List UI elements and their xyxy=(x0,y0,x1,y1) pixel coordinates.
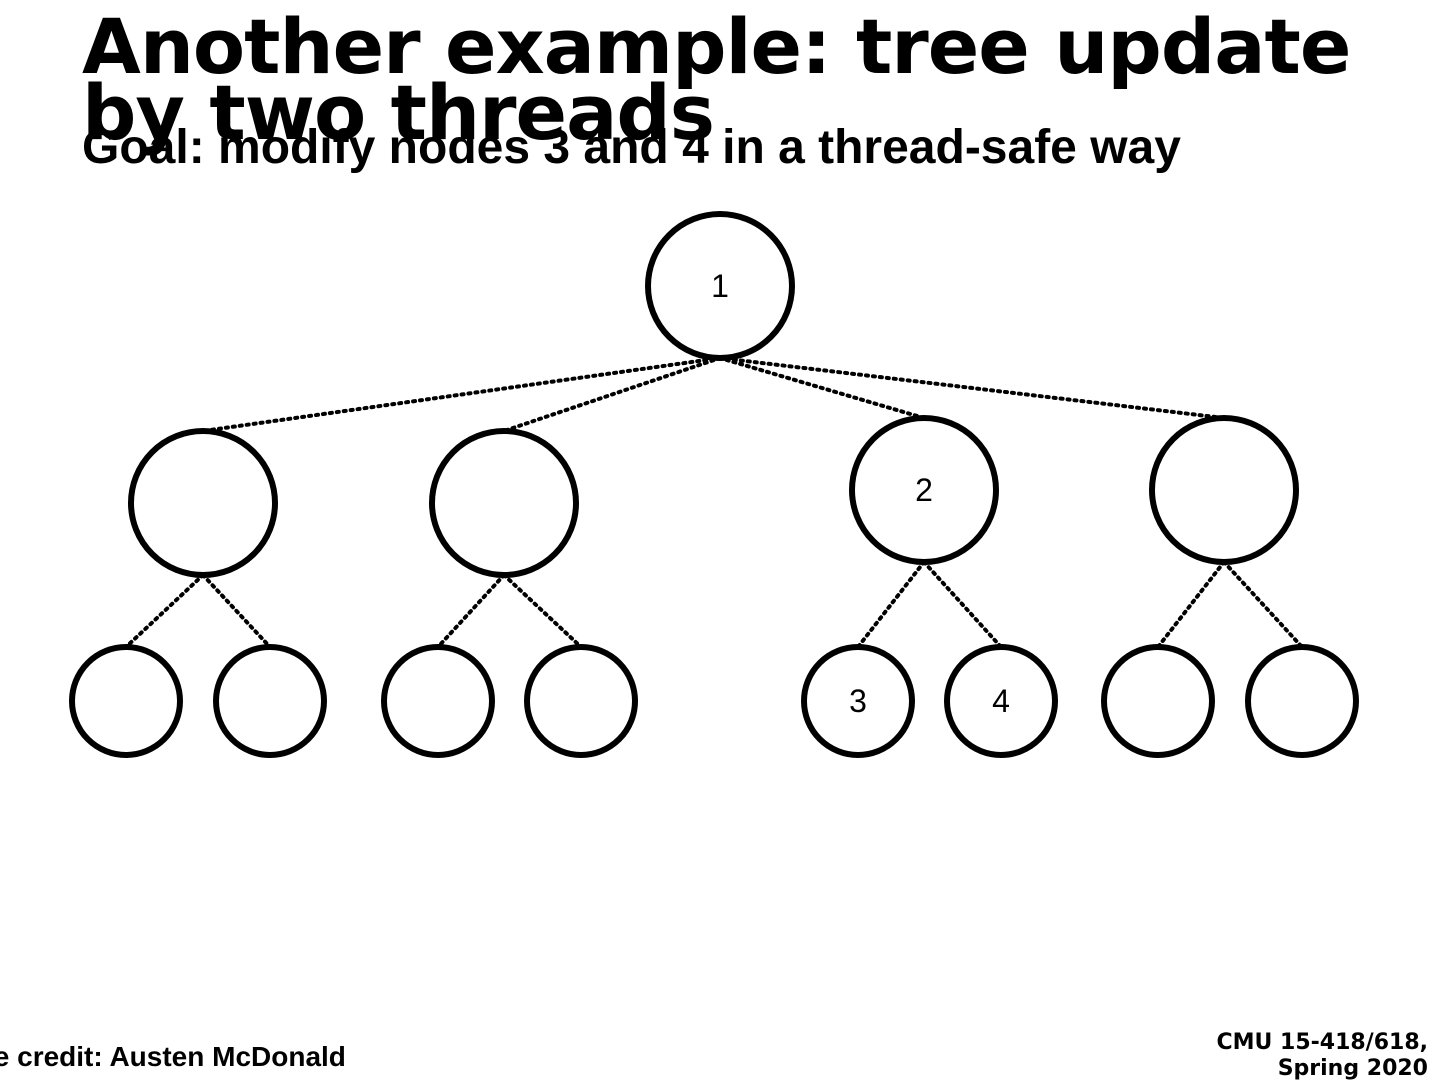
tree-node-label: 3 xyxy=(849,683,867,719)
slide-title: Another example: tree update by two thre… xyxy=(82,2,1351,157)
tree-node-l6: 4 xyxy=(944,644,1058,758)
tree-node-root: 1 xyxy=(645,211,795,361)
tree-node-circle xyxy=(381,644,495,758)
tree-edges xyxy=(124,356,1304,649)
slide-credit: le credit: Austen McDonald xyxy=(0,1041,346,1072)
tree-node-label: 4 xyxy=(992,683,1010,719)
tree-edge-root-c4 xyxy=(718,356,1226,420)
tree-node-circle xyxy=(645,211,795,361)
tree-edge-c2-l3 xyxy=(436,573,506,649)
tree-node-c3: 2 xyxy=(849,415,999,565)
course-label: CMU 15-418/618, Spring 2020 xyxy=(1216,1030,1428,1081)
tree-edge-c1-l2 xyxy=(201,573,272,649)
tree-edge-root-c3 xyxy=(718,356,926,420)
tree-edge-c2-l4 xyxy=(502,573,583,649)
tree-node-l4 xyxy=(524,644,638,758)
tree-node-circle xyxy=(1149,415,1299,565)
tree-edge-root-c2 xyxy=(502,356,722,433)
tree-node-circle xyxy=(1245,644,1359,758)
tree-node-l8 xyxy=(1245,644,1359,758)
tree-node-label: 1 xyxy=(711,268,729,304)
tree-edge-c3-l6 xyxy=(922,560,1003,649)
tree-node-l7 xyxy=(1101,644,1215,758)
tree-edge-c3-l5 xyxy=(856,560,926,649)
tree-node-c4 xyxy=(1149,415,1299,565)
tree-node-circle xyxy=(801,644,915,758)
tree-node-l2 xyxy=(213,644,327,758)
tree-node-l1 xyxy=(69,644,183,758)
tree-edge-root-c1 xyxy=(201,356,722,433)
tree-node-circle xyxy=(944,644,1058,758)
tree-node-circle xyxy=(213,644,327,758)
tree-edge-c4-l7 xyxy=(1156,560,1226,649)
tree-node-circle xyxy=(429,428,579,578)
tree-node-l3 xyxy=(381,644,495,758)
tree-edge-c4-l8 xyxy=(1222,560,1304,649)
tree-node-c2 xyxy=(429,428,579,578)
tree-node-label: 2 xyxy=(915,472,933,508)
tree-node-circle xyxy=(1101,644,1215,758)
tree-node-l5: 3 xyxy=(801,644,915,758)
tree-edge-c1-l1 xyxy=(124,573,205,649)
tree-nodes: 1 2 3 4 xyxy=(69,211,1359,758)
tree-node-circle xyxy=(524,644,638,758)
tree-node-circle xyxy=(849,415,999,565)
tree-node-circle xyxy=(128,428,278,578)
tree-node-circle xyxy=(69,644,183,758)
tree-node-c1 xyxy=(128,428,278,578)
slide-subtitle: Goal: modify nodes 3 and 4 in a thread-s… xyxy=(82,121,1181,174)
